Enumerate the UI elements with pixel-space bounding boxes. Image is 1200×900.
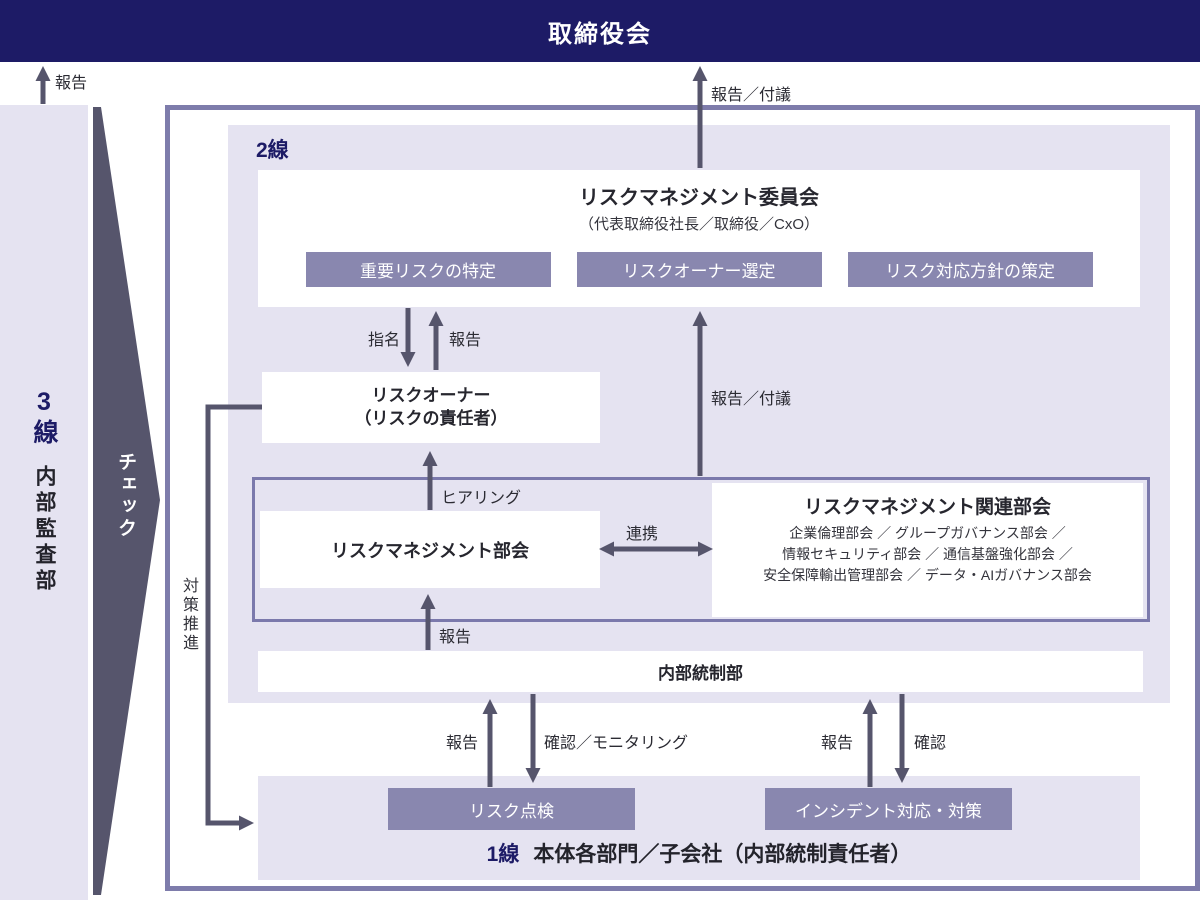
- label-audit-to-board: 報告: [55, 75, 88, 92]
- risk-management-subcommittee-title: リスクマネジメント部会: [331, 540, 529, 561]
- related-subcommittees-line-3: 安全保障輸出管理部会 ／ データ・AIガバナンス部会: [763, 567, 1092, 583]
- committee-actions-row: 重要リスクの特定 リスクオーナー選定 リスク対応方針の策定: [258, 252, 1140, 287]
- board-of-directors-bar: 取締役会: [0, 0, 1200, 62]
- related-subcommittees-title: リスクマネジメント関連部会: [803, 497, 1051, 518]
- line3-label: 3線: [30, 388, 58, 447]
- committee-title: リスクマネジメント委員会: [579, 187, 819, 209]
- label-committee-to-board: 報告／付議: [711, 87, 792, 104]
- action-incident-response: インシデント対応・対策: [765, 788, 1012, 830]
- risk-owner-title: リスクオーナー: [371, 385, 491, 405]
- risk-management-subcommittee-box: リスクマネジメント部会: [260, 511, 600, 588]
- line1-title: 本体各部門／子会社（内部統制責任者）: [533, 843, 912, 866]
- action-select-risk-owner: リスクオーナー選定: [576, 252, 822, 287]
- line1-panel: リスク点検 インシデント対応・対策 1線本体各部門／子会社（内部統制責任者）: [258, 776, 1140, 880]
- check-arrow-label: チェック: [115, 452, 136, 540]
- line3-panel: [0, 105, 88, 900]
- related-subcommittees-box: リスクマネジメント関連部会 企業倫理部会 ／ グループガバナンス部会 ／ 情報セ…: [712, 483, 1143, 617]
- related-subcommittees-line-2: 情報セキュリティ部会 ／ 通信基盤強化部会 ／: [782, 546, 1073, 562]
- internal-control-dept-title: 内部統制部: [658, 664, 743, 683]
- internal-audit-dept-label: 内部監査部: [33, 465, 56, 595]
- label-line1-report-left: 報告: [446, 735, 479, 752]
- board-of-directors-label: 取締役会: [548, 20, 652, 48]
- label-ic-report: 報告: [439, 629, 472, 646]
- line1-label: 1線: [486, 843, 520, 866]
- label-collaboration: 連携: [626, 526, 659, 543]
- action-identify-key-risks: 重要リスクの特定: [305, 252, 551, 287]
- countermeasure-promotion-label: 対策推進: [180, 577, 197, 653]
- line3-text-block: 3線 内部監査部: [0, 388, 88, 595]
- risk-owner-subtitle: （リスクの責任者）: [354, 408, 508, 428]
- action-risk-inspection: リスク点検: [388, 788, 635, 830]
- action-risk-response-policy: リスク対応方針の策定: [847, 252, 1093, 287]
- label-owner-report: 報告: [449, 332, 482, 349]
- label-confirmation: 確認: [914, 735, 947, 752]
- line2-label: 2線: [256, 139, 289, 162]
- label-hearing: ヒアリング: [441, 490, 522, 507]
- risk-owner-box: リスクオーナー （リスクの責任者）: [262, 372, 600, 443]
- label-monitoring: 確認／モニタリング: [544, 735, 689, 752]
- label-subcommittee-to-committee: 報告／付議: [711, 391, 792, 408]
- risk-management-committee-box: リスクマネジメント委員会 （代表取締役社長／取締役／CxO） 重要リスクの特定 …: [258, 170, 1140, 307]
- internal-control-dept-box: 内部統制部: [258, 651, 1143, 692]
- related-subcommittees-line-1: 企業倫理部会 ／ グループガバナンス部会 ／: [789, 525, 1066, 541]
- line1-title-row: 1線本体各部門／子会社（内部統制責任者）: [258, 838, 1140, 868]
- label-appointment: 指名: [368, 332, 401, 349]
- label-line1-report-right: 報告: [821, 735, 854, 752]
- committee-subtitle: （代表取締役社長／取締役／CxO）: [578, 216, 819, 233]
